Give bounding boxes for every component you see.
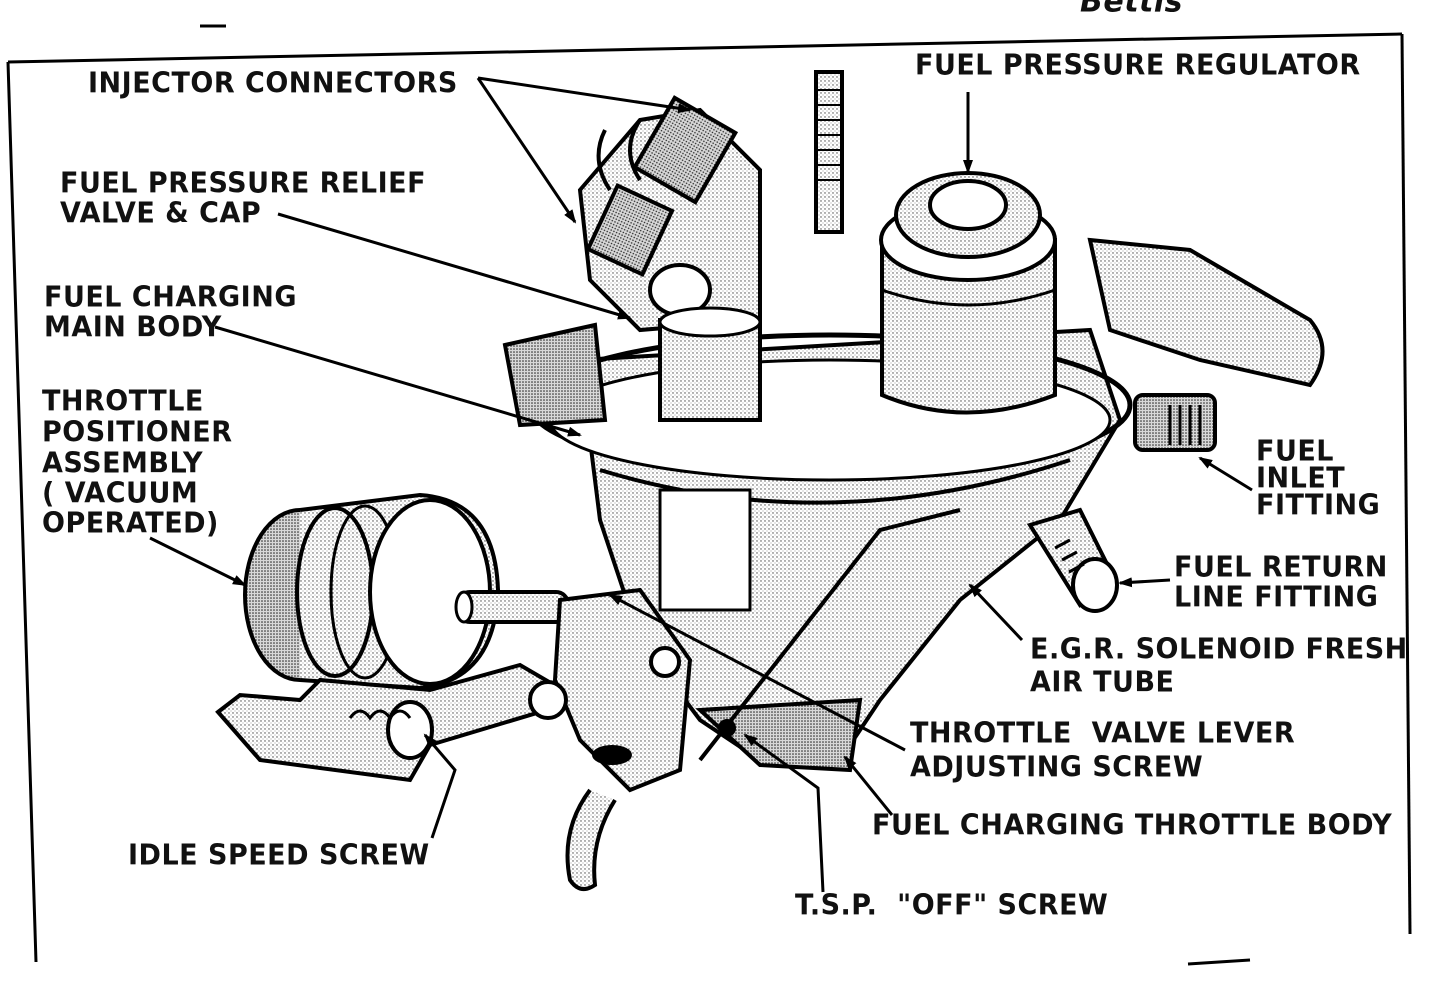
page-border xyxy=(6,24,1412,966)
throttle-positioner-canister xyxy=(243,492,570,691)
label-idle-speed-screw: IDLE SPEED SCREW xyxy=(128,839,430,872)
positioner-bracket xyxy=(215,662,585,783)
fuel-pressure-regulator-body xyxy=(879,171,1057,415)
main-body-lug xyxy=(502,322,608,428)
label-throttle-positioner-line4: ( VACUUM xyxy=(42,477,199,510)
leader-lines xyxy=(149,76,1253,893)
throttle-body-casting xyxy=(527,327,1133,773)
label-fuel-charging-throttle-body: FUEL CHARGING THROTTLE BODY xyxy=(872,809,1393,842)
label-egr-line2: AIR TUBE xyxy=(1030,666,1175,699)
label-injector-connectors: INJECTOR CONNECTORS xyxy=(88,67,458,100)
label-fuel-charging-main-line1: FUEL CHARGING xyxy=(44,281,297,314)
throttle-lever-assembly xyxy=(528,508,961,891)
label-egr-line1: E.G.R. SOLENOID FRESH xyxy=(1030,633,1408,666)
injector-stud xyxy=(814,70,844,234)
fuel-return-fitting xyxy=(1026,507,1119,613)
injector-connectors xyxy=(577,95,762,422)
label-throttle-valve-line1: THROTTLE VALVE LEVER xyxy=(910,717,1296,750)
top-fragment-label: Bettis xyxy=(1080,0,1184,20)
label-throttle-positioner-line3: ASSEMBLY xyxy=(42,447,204,480)
label-throttle-positioner-line5: OPERATED) xyxy=(42,507,219,540)
label-fuel-pressure-relief-line1: FUEL PRESSURE RELIEF xyxy=(60,167,427,200)
label-fuel-inlet-line2: INLET xyxy=(1256,462,1346,495)
label-tsp-off-screw: T.S.P. "OFF" SCREW xyxy=(795,889,1109,922)
label-fuel-charging-main-line2: MAIN BODY xyxy=(44,311,222,344)
label-throttle-valve-line2: ADJUSTING SCREW xyxy=(910,751,1204,784)
fuel-inlet-arm xyxy=(1087,237,1325,452)
label-fuel-pressure-regulator: FUEL PRESSURE REGULATOR xyxy=(915,49,1361,82)
label-fuel-pressure-relief-line2: VALVE & CAP xyxy=(60,197,262,230)
label-fuel-return-line1: FUEL RETURN xyxy=(1174,551,1388,584)
label-throttle-positioner-line2: POSITIONER xyxy=(42,416,233,449)
label-fuel-inlet-line3: FITTING xyxy=(1256,489,1381,522)
label-fuel-return-line2: LINE FITTING xyxy=(1174,581,1379,614)
label-throttle-positioner-line1: THROTTLE xyxy=(42,385,204,418)
label-fuel-inlet-line1: FUEL xyxy=(1256,435,1335,468)
